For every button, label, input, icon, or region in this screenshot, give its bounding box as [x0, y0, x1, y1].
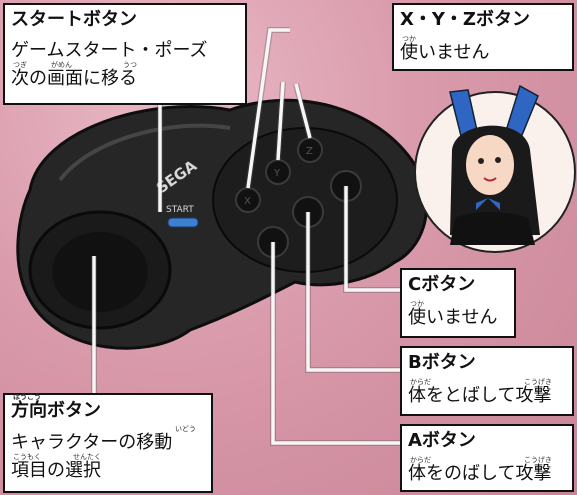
connectors	[91, 27, 400, 446]
start-line1: ゲームスタート・ポーズ	[11, 40, 208, 61]
dpad-title: 方向ボタン	[11, 400, 101, 421]
start-ruby1: つぎ	[13, 61, 27, 69]
character-portrait	[414, 84, 576, 253]
dpad-ruby3: せんたく	[73, 453, 101, 461]
bowtie-icon	[476, 198, 500, 210]
dpad-title-wrap: ほうこう 方向ボタン	[11, 393, 205, 423]
dpad	[52, 232, 148, 312]
b-line-wrap: からだ こうげき 体をとばして攻撃	[408, 378, 566, 408]
start-button[interactable]	[167, 217, 199, 228]
a-connector	[271, 242, 400, 445]
start-text: START	[166, 205, 194, 215]
a-line1: 体をのばして攻撃	[408, 463, 552, 484]
xyz-ruby1: つか	[402, 35, 416, 43]
dpad-line1: キャラクターの移動	[11, 432, 173, 453]
left-eye	[478, 158, 484, 164]
controller-highlight	[58, 123, 231, 182]
start-ruby3: うつ	[123, 61, 137, 69]
dpad-line2-wrap: こうもく せんたく 項目の選択	[11, 453, 205, 483]
dpad-label-box: ほうこう 方向ボタン いどう キャラクターの移動 こうもく せんたく 項目の選択	[3, 393, 213, 493]
y-letter: Y	[273, 168, 281, 179]
c-line1: 使いません	[408, 307, 498, 328]
xyz-label-box: X・Y・Zボタン つか 使いません	[392, 3, 574, 71]
y-connector	[276, 81, 285, 161]
start-title: スタートボタン	[11, 9, 137, 30]
dpad-ruby2: こうもく	[13, 453, 41, 461]
c-title: Cボタン	[408, 274, 476, 295]
z-connector	[294, 83, 312, 139]
right-eye	[495, 157, 501, 163]
b-label-box: Bボタン からだ こうげき 体をとばして攻撃	[400, 346, 574, 416]
mouth	[483, 177, 497, 182]
z-letter: Z	[306, 146, 313, 157]
a-title: Aボタン	[408, 430, 476, 451]
b-ruby1: からだ	[410, 378, 431, 386]
c-label-box: Cボタン つか 使いません	[400, 268, 516, 338]
xyz-title: X・Y・Zボタン	[400, 9, 530, 30]
c-connector	[344, 186, 400, 292]
c-line-wrap: つか 使いません	[408, 300, 508, 330]
start-label-box: スタートボタン ゲームスタート・ポーズ つぎ がめん うつ 次の画面に移る	[3, 3, 247, 105]
b-title: Bボタン	[408, 352, 476, 373]
b-ruby2: こうげき	[524, 378, 552, 386]
dpad-ruby1: いどう	[175, 425, 196, 433]
dpad-line1-wrap: いどう キャラクターの移動	[11, 425, 205, 455]
x-letter: X	[244, 196, 251, 207]
outfit	[450, 212, 535, 245]
start-ruby2: がめん	[51, 61, 72, 69]
dpad-ruby0: ほうこう	[13, 393, 41, 401]
xyz-line1: 使いません	[400, 42, 490, 63]
face	[466, 135, 514, 195]
start-line2-wrap: つぎ がめん うつ 次の画面に移る	[11, 61, 239, 91]
controller: SEGA START X Y Z	[16, 98, 428, 350]
b-line1: 体をとばして攻撃	[408, 385, 552, 406]
a-label-box: Aボタン からだ こうげき 体をのばして攻撃	[400, 424, 574, 492]
a-line-wrap: からだ こうげき 体をのばして攻撃	[408, 456, 566, 486]
a-ruby2: こうげき	[524, 456, 552, 464]
start-line2: 次の画面に移る	[11, 68, 137, 89]
dpad-line2: 項目の選択	[11, 460, 101, 481]
x-connector	[246, 28, 290, 189]
c-ruby1: つか	[410, 300, 424, 308]
xyz-line-wrap: つか 使いません	[400, 35, 566, 65]
b-connector	[306, 212, 400, 372]
a-ruby1: からだ	[410, 456, 431, 464]
